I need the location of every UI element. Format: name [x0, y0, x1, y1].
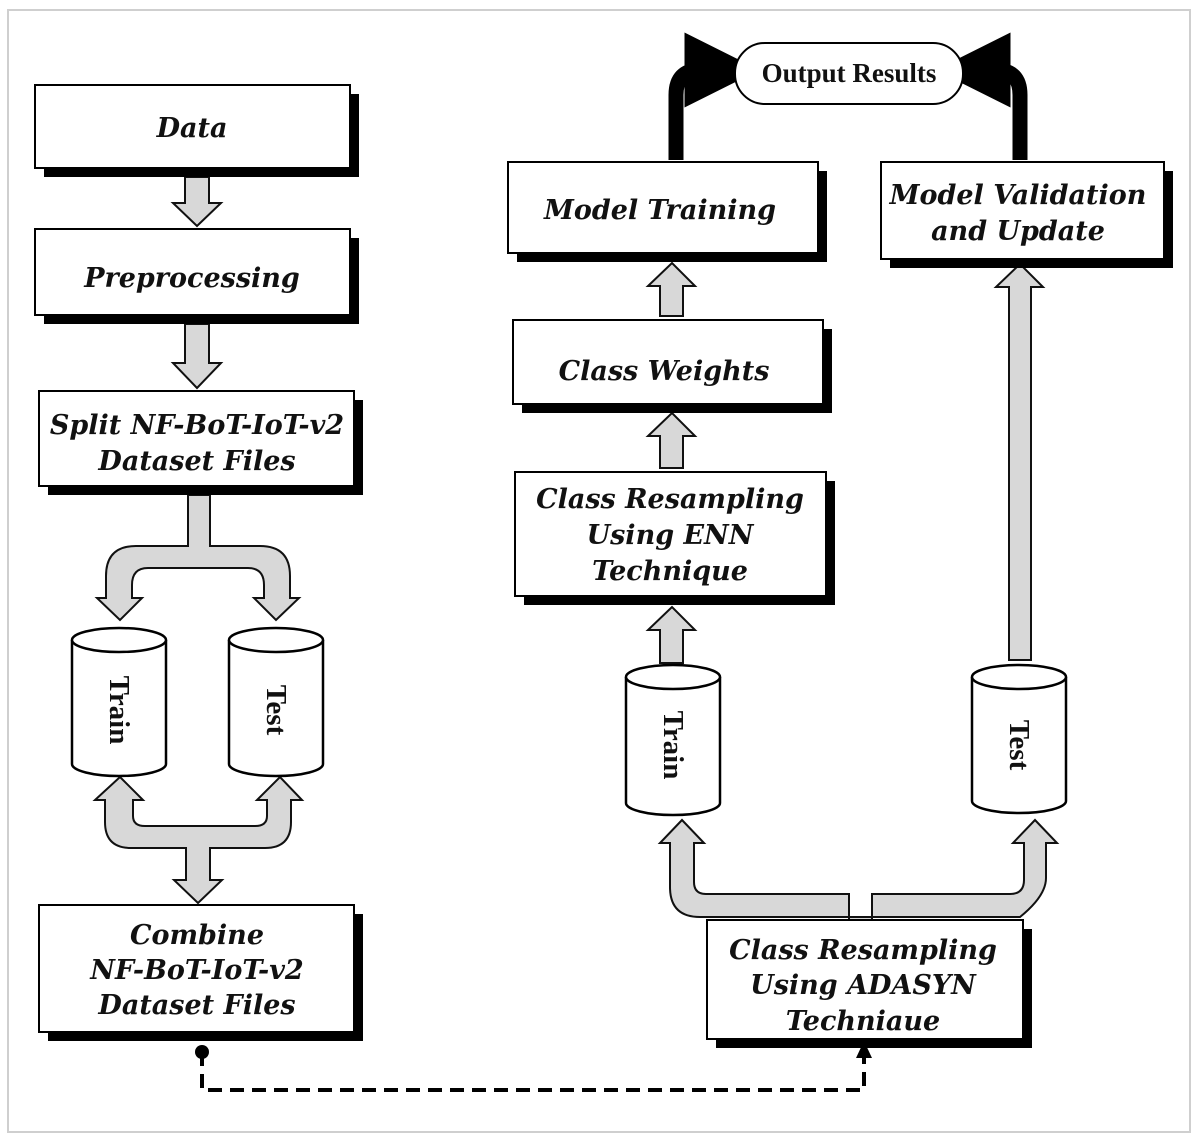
box-class-weights: Class Weights: [512, 319, 832, 413]
arrow-data-to-preprocessing: [170, 176, 224, 228]
dashed-connector-arrowhead: [856, 1041, 872, 1058]
box-combine-line2: NF-BoT-IoT-v2: [89, 955, 303, 986]
cylinder-left-test-label: Test: [260, 685, 292, 736]
box-adasyn-line3: Techniaue: [786, 1006, 940, 1037]
arrow-preprocessing-to-split: [170, 323, 224, 390]
box-enn-line1: Class Resampling: [536, 484, 804, 515]
box-split-line1: Split NF-BoT-IoT-v2: [50, 410, 344, 441]
cylinder-right-train-label: Train: [657, 711, 689, 780]
cylinder-left-train: Train: [70, 626, 168, 778]
outer-frame: [7, 9, 1191, 1133]
arrow-adasyn-tee: [657, 818, 1060, 921]
arrow-test-to-validation: [993, 262, 1046, 661]
box-data: Data: [34, 84, 359, 177]
cylinder-right-test: Test: [970, 663, 1068, 815]
box-adasyn-line2: Using ADASYN: [750, 970, 977, 1001]
node-output-results-label: Output Results: [762, 58, 937, 88]
box-combine-line3: Dataset Files: [97, 990, 295, 1021]
cylinder-right-train: Train: [624, 663, 722, 817]
arrow-merge-to-combine: [92, 775, 305, 905]
arrow-validation-to-output: [935, 32, 1028, 160]
cylinder-left-train-label: Train: [103, 676, 135, 745]
dashed-connector-combine-to-adasyn: [200, 1052, 866, 1092]
box-model-training-label: Model Training: [543, 195, 776, 226]
box-enn: Class Resampling Using ENN Technique: [514, 471, 835, 605]
box-model-validation: Model Validation and Update: [880, 161, 1173, 268]
box-model-training: Model Training: [507, 161, 827, 262]
arrow-train-to-enn: [645, 605, 698, 664]
cylinder-left-test: Test: [227, 626, 325, 778]
box-data-label: Data: [156, 113, 228, 144]
box-combine: Combine NF-BoT-IoT-v2 Dataset Files: [38, 904, 363, 1041]
box-enn-line2: Using ENN: [587, 520, 755, 551]
arrow-training-to-output: [668, 32, 760, 160]
box-split: Split NF-BoT-IoT-v2 Dataset Files: [38, 390, 363, 495]
box-preprocessing: Preprocessing: [34, 228, 359, 324]
box-adasyn: Class Resampling Using ADASYN Techniaue: [706, 919, 1032, 1048]
box-model-validation-line2: and Update: [931, 216, 1105, 247]
box-class-weights-label: Class Weights: [559, 356, 770, 387]
box-preprocessing-label: Preprocessing: [83, 263, 300, 294]
box-enn-line3: Technique: [592, 556, 748, 587]
box-adasyn-line1: Class Resampling: [729, 935, 997, 966]
arrow-split-fork: [94, 494, 302, 622]
node-output-results: Output Results: [734, 42, 964, 105]
box-split-line2: Dataset Files: [97, 446, 295, 477]
arrow-enn-to-weights: [645, 411, 698, 469]
cylinder-right-test-label: Test: [1003, 720, 1035, 771]
arrow-weights-to-training: [645, 261, 698, 317]
box-model-validation-line1: Model Validation: [889, 180, 1147, 211]
box-combine-line1: Combine: [130, 920, 264, 951]
